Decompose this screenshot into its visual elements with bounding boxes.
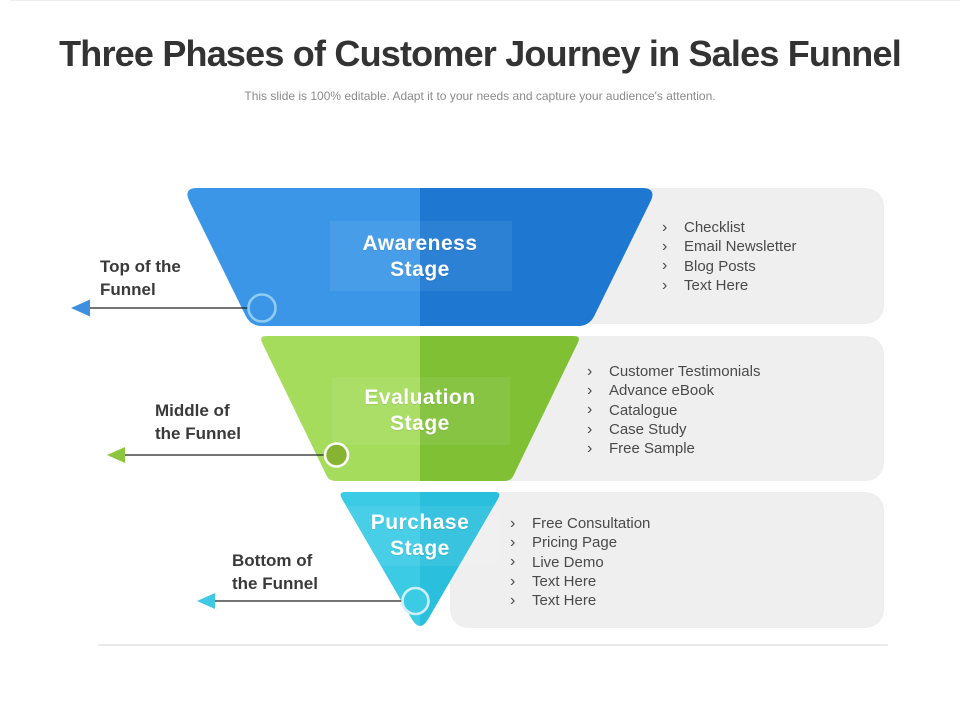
list-item-label: Case Study (609, 421, 687, 439)
list-item: › Catalogue (587, 401, 760, 420)
evaluation-stage-label: Evaluation Stage (320, 385, 520, 437)
chevron-right-icon: › (587, 381, 593, 399)
bottom-arrowhead-left-icon (197, 593, 215, 609)
purchase-stage-label-line2: Stage (390, 537, 450, 560)
list-item-label: Catalogue (609, 401, 678, 419)
chevron-right-icon: › (587, 439, 593, 457)
list-item: › Case Study (587, 420, 760, 439)
list-item: › Blog Posts (662, 257, 797, 276)
list-item-label: Email Newsletter (684, 238, 797, 256)
top-of-funnel-label: Top of the Funnel (100, 255, 181, 301)
list-item-label: Text Here (532, 592, 597, 610)
purchase-panel (450, 492, 884, 628)
list-item-label: Advance eBook (609, 382, 715, 400)
list-item-label: Pricing Page (532, 534, 618, 552)
top-divider (10, 0, 960, 1)
middle-connector-dot (323, 442, 350, 468)
top-of-funnel-label-line1: Top of the (100, 257, 181, 276)
chevron-right-icon: › (587, 362, 593, 380)
list-item: › Text Here (510, 572, 650, 591)
bottom-of-funnel-label-line2: the Funnel (232, 574, 318, 593)
list-item: › Advance eBook (587, 381, 760, 400)
bottom-divider (98, 644, 888, 646)
chevron-right-icon: › (662, 276, 668, 294)
chevron-right-icon: › (662, 237, 668, 255)
evaluation-item-list: › Customer Testimonials › Advance eBook … (587, 362, 760, 458)
awareness-stage-label: Awareness Stage (320, 231, 520, 283)
list-item: › Text Here (510, 591, 650, 610)
list-item: › Customer Testimonials (587, 362, 760, 381)
list-item-label: Free Consultation (532, 515, 651, 533)
list-item: › Checklist (662, 218, 797, 237)
list-item-label: Text Here (532, 573, 597, 591)
middle-of-funnel-label: Middle of the Funnel (155, 399, 241, 445)
list-item: › Live Demo (510, 553, 650, 572)
awareness-stage-label-line1: Awareness (362, 232, 478, 255)
chevron-right-icon: › (587, 401, 593, 419)
purchase-stage-label-line1: Purchase (370, 511, 470, 534)
page-subtitle: This slide is 100% editable. Adapt it to… (244, 89, 716, 103)
middle-arrowhead-left-icon (107, 447, 125, 463)
list-item: › Free Sample (587, 439, 760, 458)
page-title: Three Phases of Customer Journey in Sale… (59, 33, 902, 74)
chevron-right-icon: › (587, 420, 593, 438)
list-item-label: Blog Posts (684, 257, 756, 275)
bottom-of-funnel-label: Bottom of the Funnel (232, 549, 318, 595)
top-connector-dot (247, 293, 277, 323)
list-item-label: Free Sample (609, 440, 695, 458)
chevron-right-icon: › (510, 533, 516, 551)
list-item-label: Customer Testimonials (609, 363, 761, 381)
list-item: › Text Here (662, 276, 797, 295)
bottom-connector-dot (401, 586, 430, 616)
list-item-label: Checklist (684, 219, 745, 237)
list-item: › Email Newsletter (662, 237, 797, 256)
purchase-item-list: › Free Consultation › Pricing Page › Liv… (510, 514, 650, 610)
chevron-right-icon: › (662, 218, 668, 236)
list-item: › Pricing Page (510, 533, 650, 552)
chevron-right-icon: › (662, 257, 668, 275)
list-item: › Free Consultation (510, 514, 650, 533)
evaluation-stage-label-line2: Stage (390, 412, 450, 435)
list-item-label: Live Demo (532, 553, 604, 571)
list-item-label: Text Here (684, 277, 749, 295)
middle-of-funnel-label-line1: Middle of (155, 401, 230, 420)
purchase-stage-label: Purchase Stage (320, 510, 520, 562)
evaluation-stage-label-line1: Evaluation (364, 386, 476, 409)
chevron-right-icon: › (510, 591, 516, 609)
top-arrowhead-left-icon (71, 299, 90, 317)
awareness-item-list: › Checklist › Email Newsletter › Blog Po… (662, 218, 797, 295)
chevron-right-icon: › (510, 572, 516, 590)
bottom-of-funnel-label-line1: Bottom of (232, 551, 313, 570)
chevron-right-icon: › (510, 553, 516, 571)
top-of-funnel-label-line2: Funnel (100, 280, 156, 299)
awareness-stage-label-line2: Stage (390, 258, 450, 281)
middle-of-funnel-label-line2: the Funnel (155, 424, 241, 443)
chevron-right-icon: › (510, 514, 516, 532)
